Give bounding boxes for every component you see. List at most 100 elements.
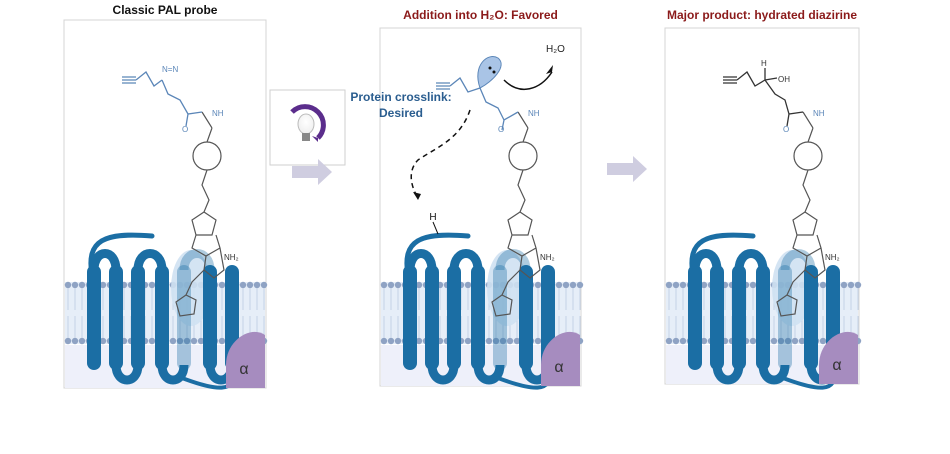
extracellular-loop xyxy=(405,249,437,271)
lipid-head xyxy=(700,281,708,289)
extracellular-loop xyxy=(780,249,816,271)
extracellular-loop xyxy=(133,249,167,271)
intracellular-loop xyxy=(157,364,189,385)
transmembrane-helix xyxy=(155,265,169,370)
lipid-head xyxy=(506,337,514,345)
transmembrane-helix xyxy=(425,265,439,370)
lipid-head xyxy=(71,337,79,345)
lipid-head xyxy=(534,281,542,289)
nh2-label: NH₂ xyxy=(540,253,555,262)
extracellular-loop xyxy=(89,249,121,271)
transmembrane-helix xyxy=(519,265,533,370)
binding-pocket-glow xyxy=(171,250,211,326)
lipid-head xyxy=(239,281,247,289)
lipid-head xyxy=(197,337,205,345)
lipid-head xyxy=(819,281,827,289)
lipid-head xyxy=(190,337,198,345)
lipid-head xyxy=(569,281,577,289)
process-arrow-icon xyxy=(607,156,647,182)
lipid-head xyxy=(387,281,395,289)
lipid-head xyxy=(415,281,423,289)
extracellular-loop xyxy=(449,249,483,271)
lipid-head xyxy=(260,281,268,289)
lipid-head xyxy=(784,337,792,345)
lipid-head xyxy=(183,337,191,345)
lipid-head xyxy=(78,281,86,289)
lipid-head xyxy=(380,337,388,345)
lipid-head xyxy=(562,281,570,289)
extracellular-loop xyxy=(495,249,531,271)
intracellular-loop xyxy=(758,364,790,385)
crosslink-dashed-arrow xyxy=(410,109,471,199)
lipid-head xyxy=(749,281,757,289)
nh-label: NH xyxy=(813,109,825,118)
g-protein-alpha xyxy=(541,331,580,386)
h2o-label: H₂O xyxy=(546,44,565,55)
transmembrane-helix xyxy=(87,265,101,370)
nh-label: NH xyxy=(528,109,540,118)
crosslink-label-line1: Protein crosslink: xyxy=(350,90,451,104)
lipid-head xyxy=(71,281,79,289)
lipid-head xyxy=(679,337,687,345)
g-protein-label: α xyxy=(554,359,563,376)
transmembrane-helix xyxy=(756,265,770,370)
carbene-electron xyxy=(492,70,496,74)
lipid-head xyxy=(492,337,500,345)
transmembrane-helix xyxy=(403,265,417,370)
carbene-electron xyxy=(488,66,492,70)
transmembrane-helix xyxy=(778,265,792,370)
transmembrane-helix xyxy=(203,265,217,370)
carbonyl-o-label: O xyxy=(498,125,504,134)
lipid-head xyxy=(99,337,107,345)
lipid-head xyxy=(485,337,493,345)
light-activation-box xyxy=(269,89,346,166)
carbonyl-o-label: O xyxy=(783,125,789,134)
carbene-lobe xyxy=(477,56,502,89)
lipid-head xyxy=(253,281,261,289)
lipid-head xyxy=(78,337,86,345)
lipid-head xyxy=(218,281,226,289)
extracellular-loop xyxy=(690,249,722,271)
lipid-head xyxy=(798,337,806,345)
lipid-head xyxy=(791,337,799,345)
lipid-head xyxy=(679,281,687,289)
lipid-head xyxy=(513,337,521,345)
lipid-head xyxy=(499,337,507,345)
transmembrane-helix xyxy=(447,265,461,370)
lipid-head xyxy=(700,337,708,345)
g-protein-alpha xyxy=(819,331,858,384)
panel-title: Classic PAL probe xyxy=(113,3,218,17)
lipid-head xyxy=(770,337,778,345)
hydrated-probe-head xyxy=(723,68,804,127)
transmembrane-helix xyxy=(688,265,702,370)
intracellular-loop xyxy=(473,364,505,385)
adenosine-ligand-core xyxy=(776,111,826,317)
transmembrane-helix xyxy=(710,265,724,370)
extracellular-loop xyxy=(179,249,215,271)
g-protein-label: α xyxy=(239,361,248,378)
lipid-head xyxy=(169,337,177,345)
nh2-label: NH₂ xyxy=(825,253,840,262)
lipid-head xyxy=(415,337,423,345)
lipid-head xyxy=(854,281,862,289)
g-protein-alpha xyxy=(226,331,265,388)
lipid-head xyxy=(394,281,402,289)
nh2-label: NH₂ xyxy=(224,253,239,262)
oh-label: OH xyxy=(778,75,790,84)
adenosine-ligand-core xyxy=(175,111,225,317)
lipid-head xyxy=(464,281,472,289)
crosslink-label-line2: Desired xyxy=(379,106,423,120)
lipid-head xyxy=(99,281,107,289)
h-label: H xyxy=(761,59,767,68)
carbonyl-o-label: O xyxy=(182,125,188,134)
arrowhead xyxy=(413,192,421,200)
lipid-head xyxy=(64,281,72,289)
lipid-head xyxy=(534,337,542,345)
lipid-head xyxy=(148,337,156,345)
lipid-head xyxy=(148,281,156,289)
transmembrane-helix xyxy=(804,265,818,370)
